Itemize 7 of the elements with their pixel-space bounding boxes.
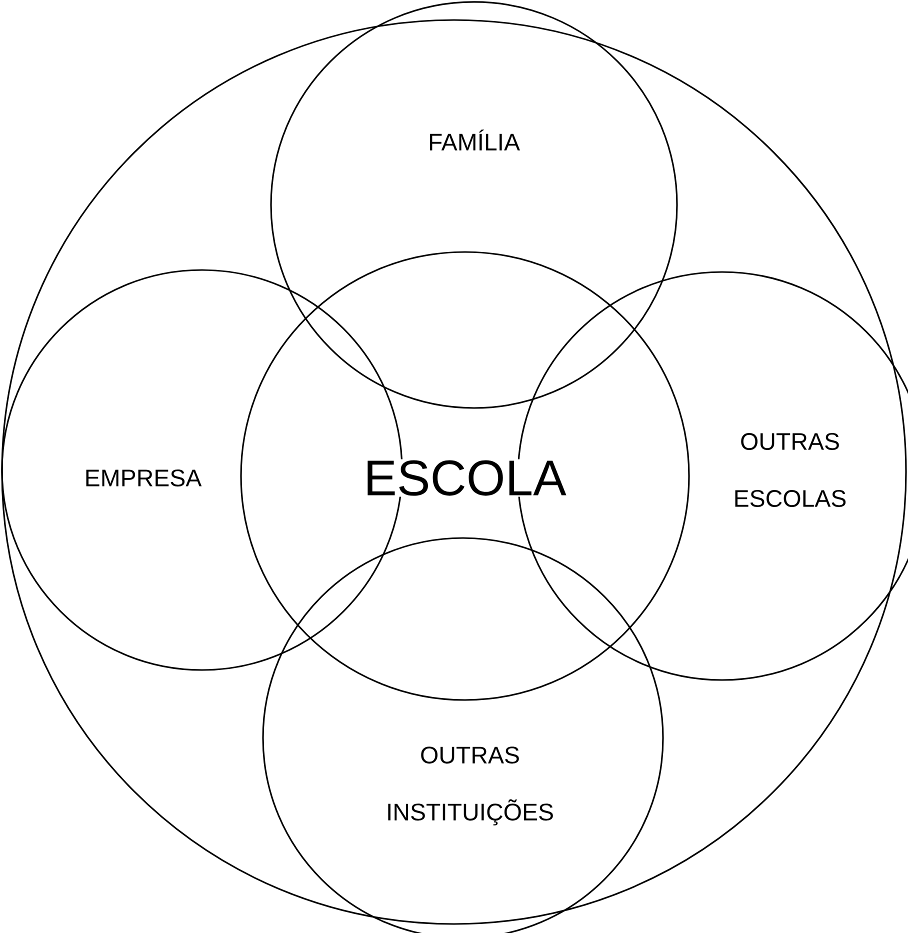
circle-label: OUTRAS ESCOLAS <box>735 433 846 507</box>
circle <box>1 19 907 925</box>
circle <box>240 251 690 701</box>
circle-label: EMPRESA <box>86 470 202 486</box>
circle-label: OUTRAS INSTITUIÇÕES <box>388 746 553 826</box>
circle-label: FAMÍLIA <box>430 130 520 150</box>
circle-label: ESCOLA <box>362 459 568 497</box>
